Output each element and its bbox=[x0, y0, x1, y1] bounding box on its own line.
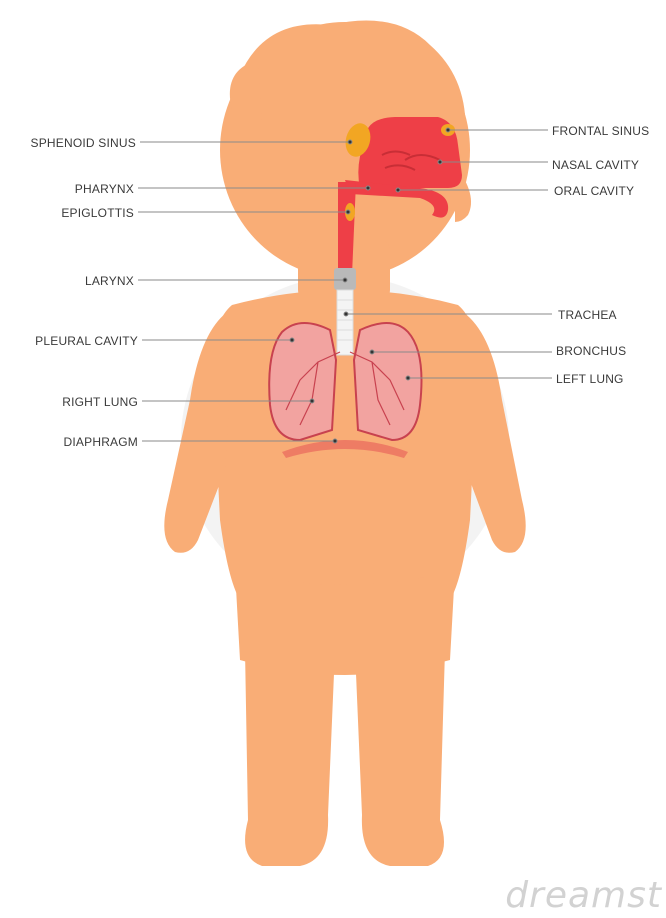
watermark-text: dreamst bbox=[505, 875, 662, 916]
label-nasal-cavity: NASAL CAVITY bbox=[552, 158, 639, 172]
label-bronchus: BRONCHUS bbox=[556, 344, 626, 358]
label-epiglottis: EPIGLOTTIS bbox=[10, 206, 134, 220]
label-pharynx: PHARYNX bbox=[10, 182, 134, 196]
label-oral-cavity: ORAL CAVITY bbox=[554, 184, 634, 198]
label-trachea: TRACHEA bbox=[558, 308, 617, 322]
label-sphenoid-sinus: SPHENOID SINUS bbox=[10, 136, 136, 150]
label-left-lung: LEFT LUNG bbox=[556, 372, 624, 386]
label-diaphragm: DIAPHRAGM bbox=[10, 435, 138, 449]
trachea bbox=[337, 290, 353, 355]
label-frontal-sinus: FRONTAL SINUS bbox=[552, 124, 649, 138]
right-lung bbox=[269, 323, 336, 440]
label-pleural-cavity: PLEURAL CAVITY bbox=[10, 334, 138, 348]
label-larynx: LARYNX bbox=[10, 274, 134, 288]
left-lung bbox=[354, 323, 422, 440]
label-right-lung: RIGHT LUNG bbox=[10, 395, 138, 409]
